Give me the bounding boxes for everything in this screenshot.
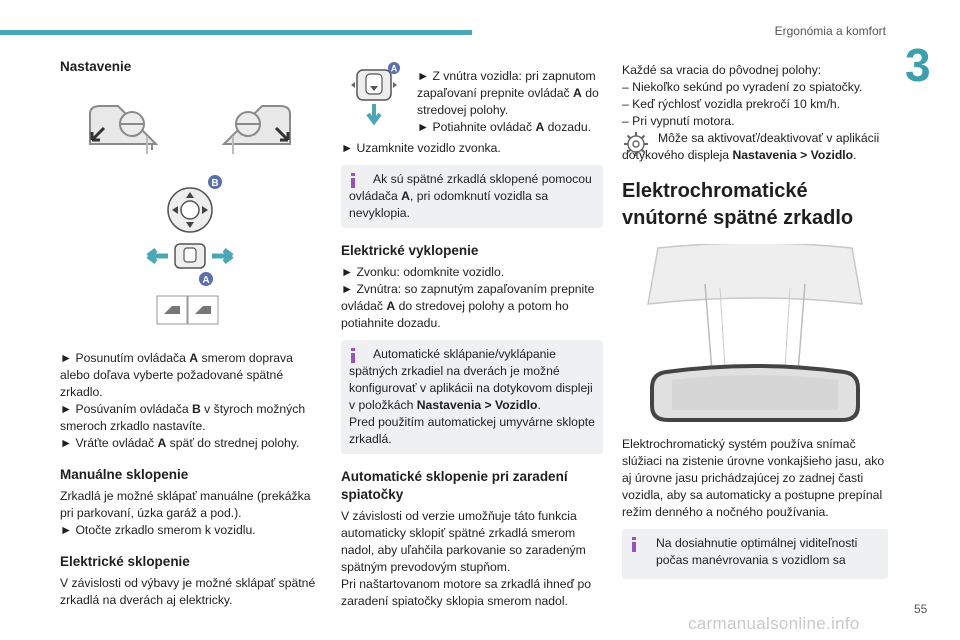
right-side-mirror-icon — [221, 105, 291, 145]
return-item-1: – Niekoľko sekúnd po vyradení zo spiatoč… — [622, 80, 863, 94]
settings-note: Môže sa aktivovať/deaktivovať v aplikáci… — [622, 131, 880, 162]
instruction-pull-back: Potiahnite ovládač A dozadu. — [417, 119, 603, 136]
gear-icon — [624, 132, 648, 156]
heading-electrochromatic: Elektrochromatické vnútorné spätné zrkad… — [622, 180, 854, 229]
arrow-left-icon — [351, 82, 355, 88]
reverse-tilt-text: V závislosti od verzie umožňuje táto fun… — [341, 509, 586, 574]
info-note-1: Ak sú spätné zrkadlá sklopené pomocou ov… — [341, 165, 603, 228]
joystick-B-icon — [167, 187, 213, 233]
label-b: B — [211, 178, 218, 189]
return-intro: Každé sa vracia do pôvodnej polohy: — [622, 63, 822, 77]
instruction-adjust: Posúvaním ovládača B v štyroch možných s… — [60, 401, 320, 435]
column-1: Nastavenie B — [60, 58, 320, 609]
return-item-2: – Keď rýchlosť vozidla prekročí 10 km/h. — [622, 97, 840, 111]
instruction-lock: Uzamknite vozidlo zvonka. — [341, 140, 603, 157]
arrow-right-icon — [393, 82, 397, 88]
left-side-mirror-icon — [89, 105, 159, 150]
instruction-inside-vehicle: Z vnútra vozidla: pri zapnutom zapaľovan… — [417, 68, 603, 119]
label-b-badge: B — [208, 175, 222, 189]
top-accent-bar — [0, 30, 472, 35]
watermark: carmanualsonline.info — [688, 614, 860, 633]
heading-manual-folding: Manuálne sklopenie — [60, 467, 189, 482]
section-header: Ergonómia a komfort — [774, 24, 886, 38]
arrow-left-icon — [146, 248, 168, 264]
electric-folding-text: V závislosti od výbavy je možné sklápať … — [60, 576, 316, 607]
arrow-down-icon — [366, 104, 382, 126]
arrow-right-icon — [212, 248, 234, 264]
column-3: Každé sa vracia do pôvodnej polohy: – Ni… — [622, 62, 888, 579]
info-icon — [351, 348, 355, 363]
info-icon — [632, 537, 636, 552]
control-a-block: A Z vnútra vozidla: pri zapnutom zapaľov… — [341, 62, 603, 136]
column-2: A Z vnútra vozidla: pri zapnutom zapaľov… — [341, 62, 603, 610]
heading-nastavenie: Nastavenie — [60, 59, 132, 74]
return-item-3: – Pri vypnutí motora. — [622, 114, 735, 128]
electrochromatic-description: Elektrochromatický systém používa snímač… — [622, 437, 885, 519]
manual-folding-text: Zrkadlá je možné sklápať manuálne (preká… — [60, 489, 311, 520]
info-note-2: Automatické sklápanie/vyklápanie spätnýc… — [341, 340, 603, 454]
info-note-3: Na dosiahnutie optimálnej viditeľnosti p… — [622, 529, 888, 579]
mirror-select-buttons-icon — [156, 295, 219, 325]
mirror-direction-arrow-icon — [90, 126, 106, 142]
page-number: 55 — [914, 602, 928, 616]
unfold-outside: Zvonku: odomknite vozidlo. — [341, 264, 603, 281]
control-a-pull-illustration: A — [351, 62, 400, 126]
heading-electric-unfolding: Elektrické vyklopenie — [341, 243, 479, 258]
mirror-adjust-illustration: B A — [89, 105, 291, 325]
label-a: A — [202, 275, 209, 286]
button-A-icon — [174, 243, 206, 269]
heading-reverse-tilt: Automatické sklopenie pri zaradení spiat… — [341, 469, 568, 502]
instruction-return: Vráťte ovládač A späť do strednej polohy… — [60, 435, 320, 452]
chapter-number: 3 — [905, 39, 931, 91]
manual-folding-instruction: Otočte zrkadlo smerom k vozidlu. — [60, 522, 320, 539]
reverse-tilt-text-2: Pri naštartovanom motore sa zrkadlá ihne… — [341, 577, 592, 608]
unfold-inside: Zvnútra: so zapnutým zapaľovaním prepnit… — [341, 281, 603, 332]
heading-electric-folding: Elektrické sklopenie — [60, 554, 190, 569]
mirror-icon — [647, 244, 863, 422]
label-a: A — [391, 64, 398, 74]
button-A-icon — [356, 69, 392, 101]
mirror-direction-arrow-icon — [274, 126, 290, 142]
instruction-select: Posunutím ovládača A smerom doprava aleb… — [60, 350, 320, 401]
info-icon — [351, 173, 355, 188]
label-a-badge: A — [199, 272, 213, 286]
